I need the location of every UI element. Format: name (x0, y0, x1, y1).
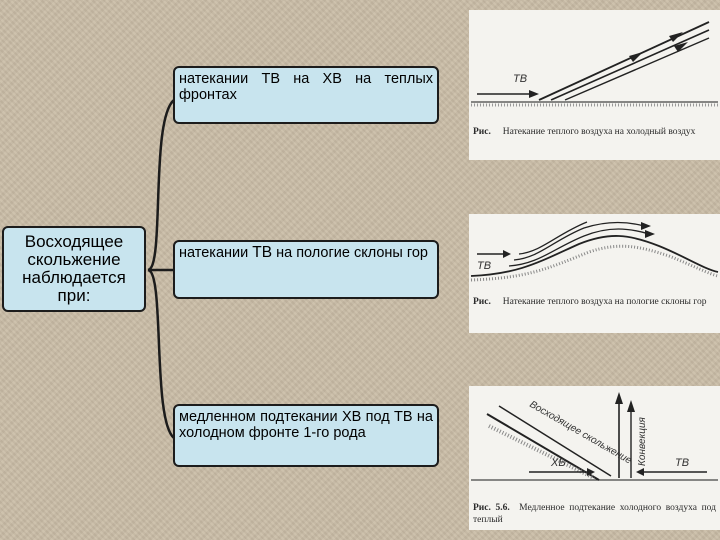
figure-caption-text: Медленное подтекание холодного воздуха п… (473, 503, 716, 525)
branch-node-label-c: на пологие склоны гор (272, 245, 428, 261)
figure-caption: Рис. Натекание теплого воздуха на пологи… (473, 296, 716, 308)
root-node: Восходящее скольжение наблюдается при: (2, 226, 146, 312)
branch-node-cold-front: медленном подтекании ХВ под ТВ на холодн… (173, 404, 439, 467)
figure-label-xv: ХВ (550, 457, 566, 469)
branch-node-label: натекании ТВ на ХВ на теплых фронтах (179, 71, 433, 103)
connector-to-branch-1 (148, 100, 174, 270)
figure-label-tv: ТВ (513, 73, 527, 85)
figure-caption-text: Натекание теплого воздуха на пологие скл… (503, 297, 707, 307)
figure-caption: Рис. Натекание теплого воздуха на холодн… (473, 126, 716, 138)
branch-node-mountain-slopes: натекании ТВ на пологие склоны гор (173, 240, 439, 299)
figure-caption-num: Рис. (473, 127, 491, 137)
figure-warm-front: ТВ Рис. Натекание теплого воздуха на хол… (469, 10, 720, 160)
figure-label-tv: ТВ (675, 457, 689, 469)
figure-cold-front: ХВ ТВ Восходящее скольжение Конвекция Ри… (469, 386, 720, 530)
branch-node-label-bold: ТВ (252, 244, 272, 261)
figure-caption-text: Натекание теплого воздуха на холодный во… (503, 127, 696, 137)
figure-label-tv: ТВ (477, 260, 491, 272)
figure-mountain-slope-drawing: ТВ (469, 214, 720, 333)
connector-to-branch-3 (148, 270, 174, 438)
root-node-label: Восходящее скольжение наблюдается при: (8, 233, 140, 305)
branch-node-warm-front: натекании ТВ на ХВ на теплых фронтах (173, 66, 439, 124)
figure-mountain-slope: ТВ Рис. Натекание теплого воздуха на пол… (469, 214, 720, 333)
branch-node-label-a: натекании (179, 245, 252, 261)
figure-caption: Рис. 5.6. Медленное подтекание холодного… (473, 502, 716, 526)
figure-caption-num: Рис. (473, 297, 491, 307)
branch-node-label: медленном подтекании ХВ под ТВ на холодн… (179, 409, 433, 441)
figure-caption-num: Рис. 5.6. (473, 503, 510, 513)
figure-label-convection: Конвекция (637, 416, 648, 466)
